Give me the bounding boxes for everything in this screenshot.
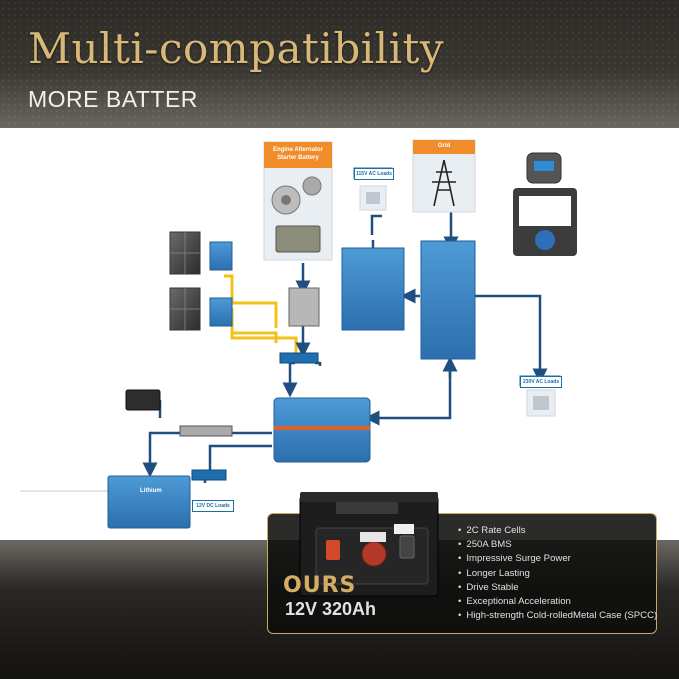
- grid-card: [412, 139, 476, 213]
- feature-item: Drive Stable: [458, 581, 657, 595]
- multiplus-inverter: [420, 240, 476, 360]
- feature-item: Exceptional Acceleration: [458, 595, 657, 609]
- ac-230-label: 230V AC Loads: [520, 376, 562, 388]
- dc-12-label: 12V DC Loads: [192, 500, 234, 512]
- terminal-red: [326, 540, 340, 560]
- isolation-transformer: [341, 247, 405, 331]
- battery-shunt: [179, 425, 233, 437]
- engine-alternator-label: Engine Alternator Starter Battery: [265, 146, 331, 162]
- bms-monitor: [125, 389, 161, 411]
- solar-cables: [224, 274, 298, 353]
- feature-item: Longer Lasting: [458, 567, 657, 581]
- charge-isolator: [288, 287, 320, 327]
- product-model: 12V 320Ah: [285, 599, 377, 619]
- terminal-black: [399, 535, 415, 559]
- product-brand: OURS: [283, 573, 357, 598]
- page-title: Multi-compatibility: [28, 24, 445, 73]
- dc-busbar: [279, 352, 319, 364]
- feature-item: 2C Rate Cells: [458, 524, 657, 538]
- battery-product-image: [299, 492, 439, 597]
- feature-item: 250A BMS: [458, 538, 657, 552]
- header-banner: [0, 0, 679, 128]
- transmission-tower-icon: [432, 159, 456, 207]
- feature-item: Impressive Surge Power: [458, 552, 657, 566]
- feature-list: 2C Rate Cells 250A BMS Impressive Surge …: [458, 524, 657, 623]
- power-switch-icon: [361, 541, 387, 567]
- dc-fuse-box: [191, 469, 227, 481]
- page-subtitle: MORE BATTER: [28, 86, 198, 112]
- mppt-controller-1: [209, 241, 233, 271]
- lithium-label: Lithium: [140, 488, 162, 494]
- feature-item: High-strength Cold-rolledMetal Case (SPC…: [458, 609, 657, 623]
- lithium-battery: [107, 475, 191, 529]
- world-map-pattern: [0, 0, 679, 128]
- grid-label: Grid: [413, 142, 475, 150]
- mppt-controller-2: [209, 297, 233, 327]
- solar-panels: [169, 231, 201, 331]
- ac-115-label: 115V AC Loads: [354, 168, 394, 180]
- control-panels: [513, 152, 577, 256]
